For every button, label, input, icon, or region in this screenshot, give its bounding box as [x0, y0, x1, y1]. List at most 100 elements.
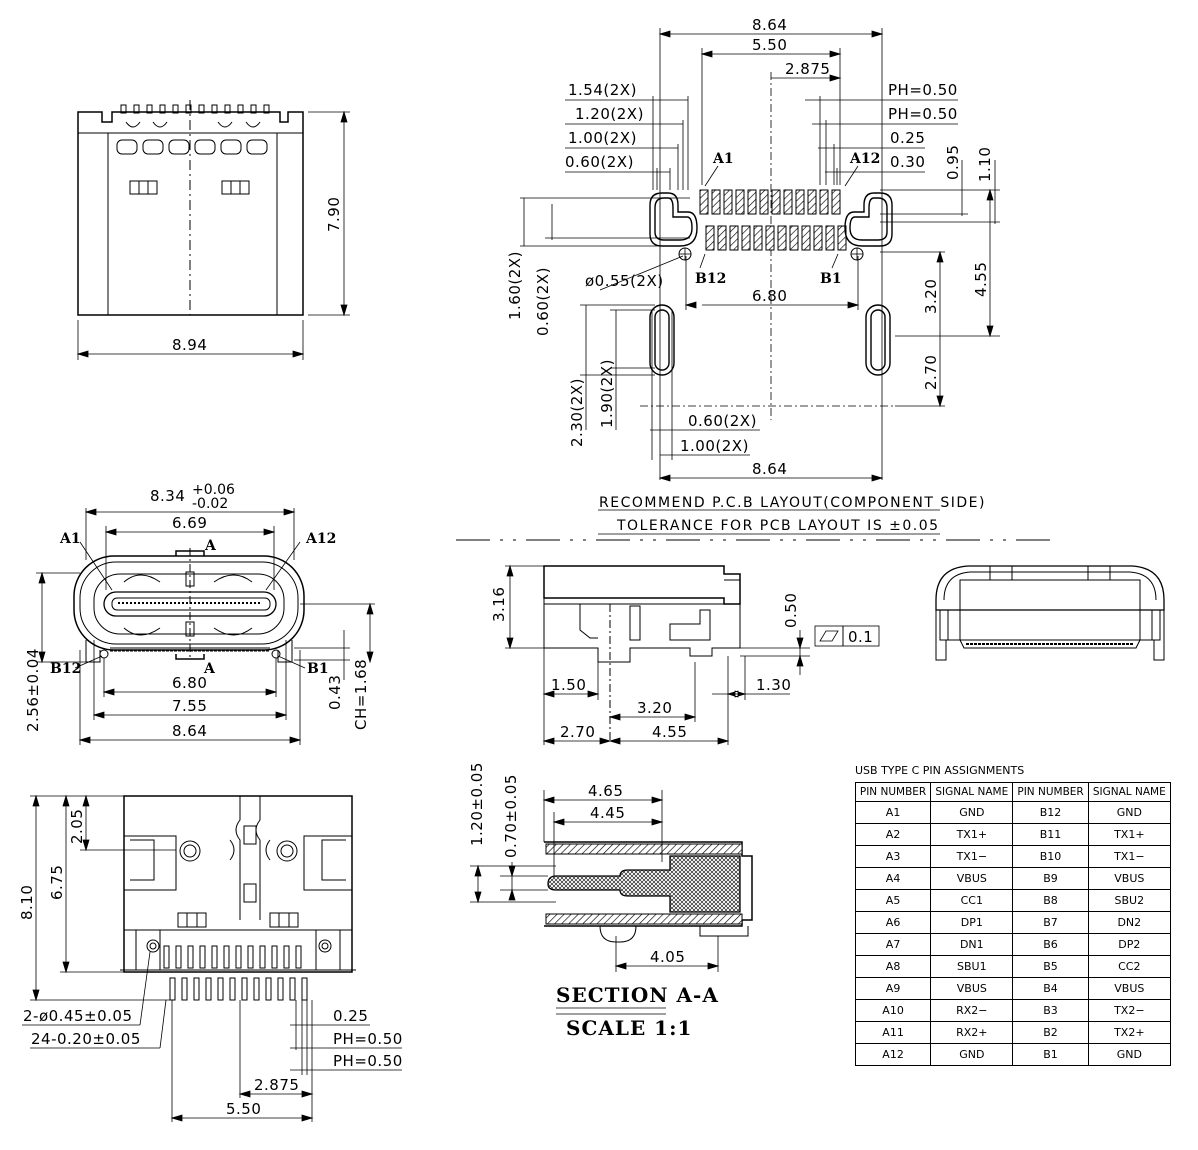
front-tol-plus: +0.06: [192, 482, 235, 498]
pcb-b060: 0.60(2X): [688, 412, 757, 430]
front-pin-b12: B12: [50, 661, 81, 677]
pcb-v060: 0.60(2X): [534, 267, 552, 336]
front-w755: 7.55: [172, 697, 207, 715]
pin-number-b-cell: B9: [1012, 867, 1089, 890]
top-view: [76, 100, 350, 360]
bottom-view: [22, 794, 402, 1122]
signal-name-a-cell: RX2−: [930, 999, 1014, 1022]
pcb-w2875: 2.875: [785, 60, 830, 78]
bottom-labels: 8.10 6.75 2.05 2-ø0.45±0.05 24-0.20±0.05…: [18, 809, 403, 1118]
pin-number-a-cell: A3: [854, 845, 932, 868]
pcb-v230: 2.30(2X): [568, 378, 586, 447]
header-pin-number-a: PIN NUMBER: [854, 782, 932, 802]
signal-name-a-cell: SBU1: [930, 955, 1014, 978]
signal-name-a-cell: GND: [930, 801, 1014, 824]
side-w455: 4.55: [652, 723, 687, 741]
top-slots: [116, 139, 268, 195]
pin-number-b-cell: B3: [1012, 999, 1089, 1022]
section-scale: SCALE 1:1: [566, 1016, 692, 1040]
pcb-w154: 1.54(2X): [568, 81, 637, 99]
header-signal-name-b: SIGNAL NAME: [1087, 782, 1172, 802]
top-height-label: 7.90: [325, 197, 343, 232]
front-tol-minus: -0.02: [192, 496, 228, 512]
pcb-pin-b1: B1: [820, 271, 842, 287]
signal-name-b-cell: GND: [1087, 1043, 1172, 1066]
pin-number-b-cell: B6: [1012, 933, 1089, 956]
pin-number-b-cell: B1: [1012, 1043, 1089, 1066]
pcb-w550: 5.50: [752, 36, 787, 54]
signal-name-a-cell: VBUS: [930, 977, 1014, 1000]
bottom-pins: [163, 945, 308, 1001]
signal-name-b-cell: TX1+: [1087, 823, 1172, 846]
section-labels: 4.65 4.45 1.20±0.05 0.70±0.05 4.05 SECTI…: [468, 762, 718, 1040]
side-w320: 3.20: [637, 699, 672, 717]
signal-name-a-cell: DP1: [930, 911, 1014, 934]
pcb-b864: 8.64: [752, 460, 787, 478]
pcb-pin-a12: A12: [849, 151, 880, 167]
pin-number-a-cell: A1: [854, 801, 932, 824]
bottom-ph2: PH=0.50: [333, 1052, 403, 1070]
bottom-w2875: 2.875: [254, 1076, 299, 1094]
pcb-b100: 1.00(2X): [680, 437, 749, 455]
pcb-pin-b12: B12: [695, 271, 726, 287]
signal-name-b-cell: TX2+: [1087, 1021, 1172, 1044]
pin-number-b-cell: B2: [1012, 1021, 1089, 1044]
pin-number-a-cell: A6: [854, 911, 932, 934]
bottom-h675: 6.75: [48, 865, 66, 900]
signal-name-b-cell: VBUS: [1087, 977, 1172, 1000]
signal-name-b-cell: TX1−: [1087, 845, 1172, 868]
pin-number-a-cell: A11: [854, 1021, 932, 1044]
pin-number-a-cell: A5: [854, 889, 932, 912]
pin-number-a-cell: A9: [854, 977, 932, 1000]
pin-number-a-cell: A10: [854, 999, 932, 1022]
pcb-ph2: PH=0.50: [888, 105, 958, 123]
side-flatness-value: 0.1: [848, 628, 873, 646]
pcb-v095: 0.95: [944, 145, 962, 180]
side-w270: 2.70: [560, 723, 595, 741]
signal-name-a-cell: TX1+: [930, 823, 1014, 846]
header-signal-name-a: SIGNAL NAME: [930, 782, 1014, 802]
pcb-w120: 1.20(2X): [575, 105, 644, 123]
pin-table-header-row: PIN NUMBER SIGNAL NAME PIN NUMBER SIGNAL…: [854, 782, 1172, 802]
signal-name-b-cell: CC2: [1087, 955, 1172, 978]
front-w834: 8.34: [150, 487, 185, 505]
front-labels: 8.34 +0.06 -0.02 6.69 6.80 7.55 8.64 2.5…: [24, 482, 370, 740]
rear-view: [935, 565, 1165, 661]
pcb-ph1: PH=0.50: [888, 81, 958, 99]
section-view: [470, 790, 753, 1015]
pcb-v110: 1.10: [976, 147, 994, 182]
pin-assignment-block: USB TYPE C PIN ASSIGNMENTS PIN NUMBER SI…: [854, 764, 1173, 1066]
side-view: [505, 564, 880, 745]
side-h316: 3.16: [490, 587, 508, 622]
pcb-d030: 0.30: [890, 153, 925, 171]
bottom-holes: 2-ø0.45±0.05: [23, 1007, 133, 1025]
section-h120: 1.20±0.05: [468, 762, 486, 846]
signal-name-a-cell: DN1: [930, 933, 1014, 956]
pcb-hole: ø0.55(2X): [585, 272, 664, 290]
front-pin-a12: A12: [305, 531, 336, 547]
bottom-ph1: PH=0.50: [333, 1030, 403, 1048]
signal-name-a-cell: GND: [930, 1043, 1014, 1066]
front-h256: 2.56±0.04: [24, 648, 42, 732]
pcb-v160: 1.60(2X): [506, 251, 524, 320]
section-w445: 4.45: [590, 804, 625, 822]
pcb-w060: 0.60(2X): [565, 153, 634, 171]
pcb-recommend-note: RECOMMEND P.C.B LAYOUT(COMPONENT SIDE): [599, 495, 986, 511]
front-view: [36, 508, 375, 745]
front-section-a-bottom: A: [203, 661, 216, 677]
front-pin-a1: A1: [59, 531, 81, 547]
pin-number-a-cell: A8: [854, 955, 932, 978]
signal-name-b-cell: GND: [1087, 801, 1172, 824]
bottom-h810: 8.10: [18, 885, 36, 920]
pcb-v270: 2.70: [922, 355, 940, 390]
